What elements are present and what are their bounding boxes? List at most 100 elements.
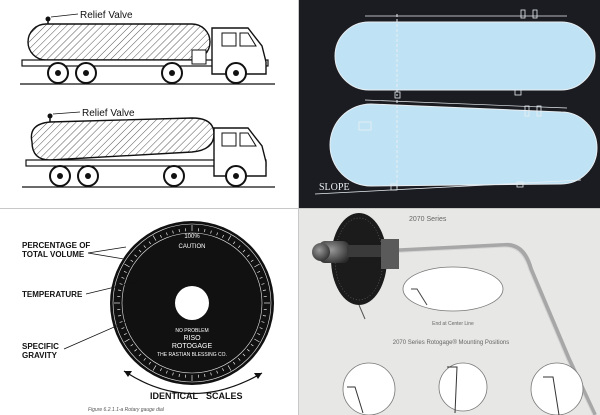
dial-tick: [227, 365, 232, 371]
relief-valve-label-top: Relief Valve: [80, 10, 133, 21]
dial-tick: [246, 349, 250, 352]
dial-tick: [138, 353, 142, 357]
dial-tick: [227, 235, 232, 241]
dial-caution: CAUTION: [179, 244, 206, 250]
dial-center-hole: [175, 286, 209, 320]
rotogage-panel: 2070 Series End at Center Line 2070 Seri…: [299, 209, 600, 415]
mounting-positions: [342, 362, 584, 415]
center-unit-label: End at Center Line: [432, 321, 474, 327]
dial-tick: [123, 270, 127, 273]
dial-tick: [124, 338, 130, 343]
callout-gravity: GRAVITY: [22, 351, 58, 360]
dial-tick: [233, 241, 236, 245]
dial-tick: [242, 249, 246, 253]
dial-tick: [134, 349, 138, 352]
dial-tick: [210, 372, 212, 376]
dial-tick: [165, 232, 168, 236]
dial-top-100: 100%: [184, 234, 200, 240]
truck-diagrams: Relief Valve: [20, 10, 275, 188]
dial-tick: [204, 229, 206, 233]
dial-tick: [262, 289, 266, 291]
dial-tick: [238, 245, 241, 249]
dial-tick: [121, 276, 125, 279]
dial-tick: [233, 361, 236, 365]
dial-tick: [148, 241, 151, 245]
dial-tick: [250, 259, 254, 262]
callout-percentage: PERCENTAGE OF: [22, 241, 90, 250]
mounting-label: 2070 Series Rotogage® Mounting Positions: [393, 339, 510, 346]
dial-tick: [238, 357, 241, 361]
dial-no-problem: NO PROBLEM: [175, 328, 208, 334]
truck-top: Relief Valve: [20, 10, 275, 85]
dial-tick: [242, 353, 246, 357]
tank-level: [334, 9, 596, 99]
dial-tick: [259, 276, 263, 279]
dial-tick: [159, 234, 162, 238]
dial-tick: [152, 235, 157, 241]
callout-identical: IDENTICAL: [150, 391, 198, 401]
dial-tick: [148, 361, 151, 365]
dial-tick: [119, 283, 123, 285]
truck-bottom: Relief Valve: [22, 108, 275, 188]
dial-tick: [259, 327, 263, 330]
truck-diagram-panel: Relief Valve: [0, 0, 298, 208]
dial-tick: [254, 338, 260, 343]
center-unit-tank: [402, 266, 504, 312]
panel-divider-vertical: [298, 0, 299, 415]
dial-tick: [216, 232, 219, 236]
series-label: 2070 Series: [409, 216, 447, 223]
tank-sloped: [314, 99, 598, 195]
dial-tick: [178, 229, 180, 233]
dial-tick: [119, 321, 123, 323]
slope-label: SLOPE: [319, 182, 350, 193]
dial-tick: [118, 315, 122, 317]
relief-valve-label-bottom: Relief Valve: [82, 108, 135, 119]
dial-tick: [172, 230, 174, 234]
figure-caption: Figure 6.2.1.1-a Rotary gauge dial: [88, 407, 165, 413]
tank-cad-drawing: SLOPE: [314, 9, 598, 195]
dial-maker: THE RASTIAN BLESSING CO.: [157, 352, 227, 358]
dial-tick: [138, 249, 142, 253]
dial-tick: [130, 259, 134, 262]
dial-tick: [121, 327, 125, 330]
dial-tick: [124, 263, 130, 268]
dial-tick: [222, 368, 225, 372]
dial-tick: [123, 333, 127, 336]
callout-specific: SPECIFIC: [22, 342, 59, 351]
callout-scales: SCALES: [206, 391, 243, 401]
dial-tick: [262, 315, 266, 317]
dial-tick: [178, 373, 180, 377]
rotogage-tube: [384, 242, 597, 415]
dial-tick: [152, 365, 157, 371]
identical-scales-arc: [123, 370, 263, 395]
dial-tick: [204, 373, 206, 377]
dial-tick: [134, 254, 138, 257]
dial-tick: [257, 270, 261, 273]
tank-body-bottom: [30, 117, 215, 161]
dial-tick: [250, 344, 254, 347]
dial-tick: [172, 372, 174, 376]
relief-valve-bottom-icon: [47, 113, 53, 119]
callout-total-volume: TOTAL VOLUME: [22, 250, 85, 259]
dial-tick: [118, 289, 122, 291]
rotogage-dial-disk: [331, 213, 387, 305]
dial-tick: [143, 357, 146, 361]
dial-brand-2: ROTOGAGE: [172, 343, 213, 350]
panel-divider-horizontal: [0, 208, 600, 209]
dial-tick: [130, 344, 134, 347]
relief-valve-top-icon: [45, 16, 51, 22]
dial-tick: [216, 370, 219, 374]
tank-body-top: [27, 23, 211, 61]
tank-cad-panel: SLOPE: [299, 0, 600, 208]
dial-tick: [257, 333, 261, 336]
gauge-dial-panel: 100% CAUTION NO PROBLEM RISO ROTOGAGE TH…: [0, 209, 298, 415]
dial-tick: [165, 370, 168, 374]
dial-tick: [210, 230, 212, 234]
dial-tick: [246, 254, 250, 257]
dial-brand-1: RISO: [183, 335, 201, 342]
dial-tick: [254, 263, 260, 268]
dial-tick: [159, 368, 162, 372]
gauge-dial-figure: 100% CAUTION NO PROBLEM RISO ROTOGAGE TH…: [22, 221, 274, 413]
dial-tick: [143, 245, 146, 249]
